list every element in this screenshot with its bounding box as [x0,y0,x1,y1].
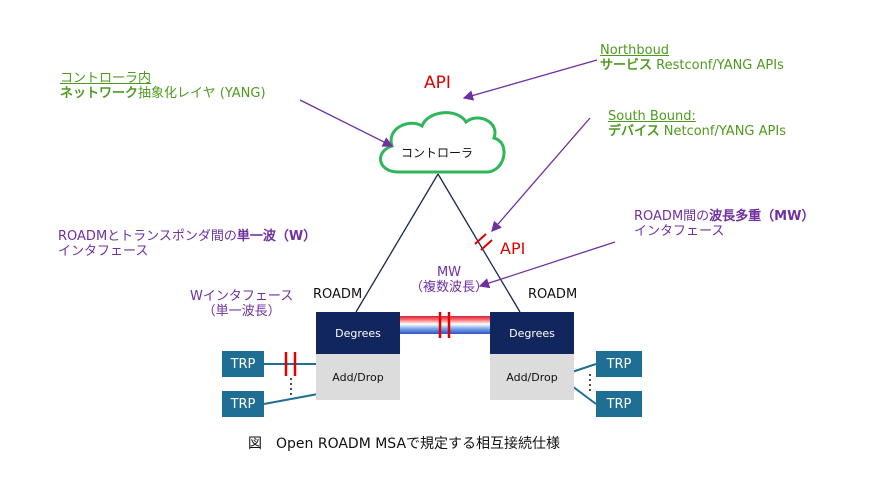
southbound-note: South Bound: デバイス Netconf/YANG APIs [608,109,786,140]
northbound-title: Northboud [600,43,670,58]
trp-right-bottom: TRP [596,391,642,417]
adddrop-right: Add/Drop [490,354,574,400]
w-note-line2: インタフェース [58,243,149,259]
figure-caption: 図 Open ROADM MSAで規定する相互接続仕様 [248,436,561,452]
roadm-right-label: ROADM [528,287,578,302]
api-mid-label: API [500,239,526,258]
arrow-mw [478,241,616,289]
w-interface-line1: Wインタフェース [190,289,294,304]
arrow-northbound [462,59,598,101]
break-mark-api-2 [480,239,493,251]
trp-left-bottom: TRP [222,391,264,417]
controller-note-desc: ネットワーク抽象化レイヤ (YANG) [60,85,266,101]
break-mark-api [474,233,487,245]
mw-label-line1: MW [436,265,462,280]
roadm-left-label: ROADM [313,287,363,302]
cloud-label: コントローラ [401,146,474,160]
link-left [355,173,439,313]
api-top-label: API [424,73,451,93]
degrees-right: Degrees [490,312,574,354]
arrow-controller [299,99,394,147]
mw-fiber [400,316,490,334]
adddrop-left: Add/Drop [316,354,400,400]
trp-line-right-2 [571,385,597,405]
controller-note: コントローラ内 ネットワーク抽象化レイヤ (YANG) [60,71,266,102]
mw-note-line1: ROADM間の波長多重（MW） [634,209,815,224]
mw-label: MW （複数波長） [410,265,489,296]
w-interface-label: Wインタフェース （単一波長） [190,289,294,320]
degrees-left: Degrees [316,312,400,354]
southbound-title: South Bound: [608,109,696,124]
mw-label-line2: （複数波長） [410,279,489,295]
w-note-line1: ROADMとトランスポンダ間の単一波（W） [58,229,317,244]
trp-left-top: TRP [222,351,264,377]
link-right [437,173,521,313]
controller-cloud [379,111,506,174]
trp-line-left-2 [263,393,319,405]
southbound-desc: デバイス Netconf/YANG APIs [608,123,786,139]
trp-right-top: TRP [596,351,642,377]
arrow-southbound [491,117,591,232]
w-interface-note: ROADMとトランスポンダ間の単一波（W） インタフェース [58,229,317,260]
northbound-desc: サービス Restconf/YANG APIs [600,57,784,73]
mw-note-line2: インタフェース [634,223,725,239]
northbound-note: Northboud サービス Restconf/YANG APIs [600,43,784,74]
trp-line-right-1 [571,363,597,373]
controller-note-title: コントローラ内 [60,71,152,86]
w-interface-line2: （単一波長） [202,303,281,319]
mw-interface-note: ROADM間の波長多重（MW） インタフェース [634,209,815,240]
